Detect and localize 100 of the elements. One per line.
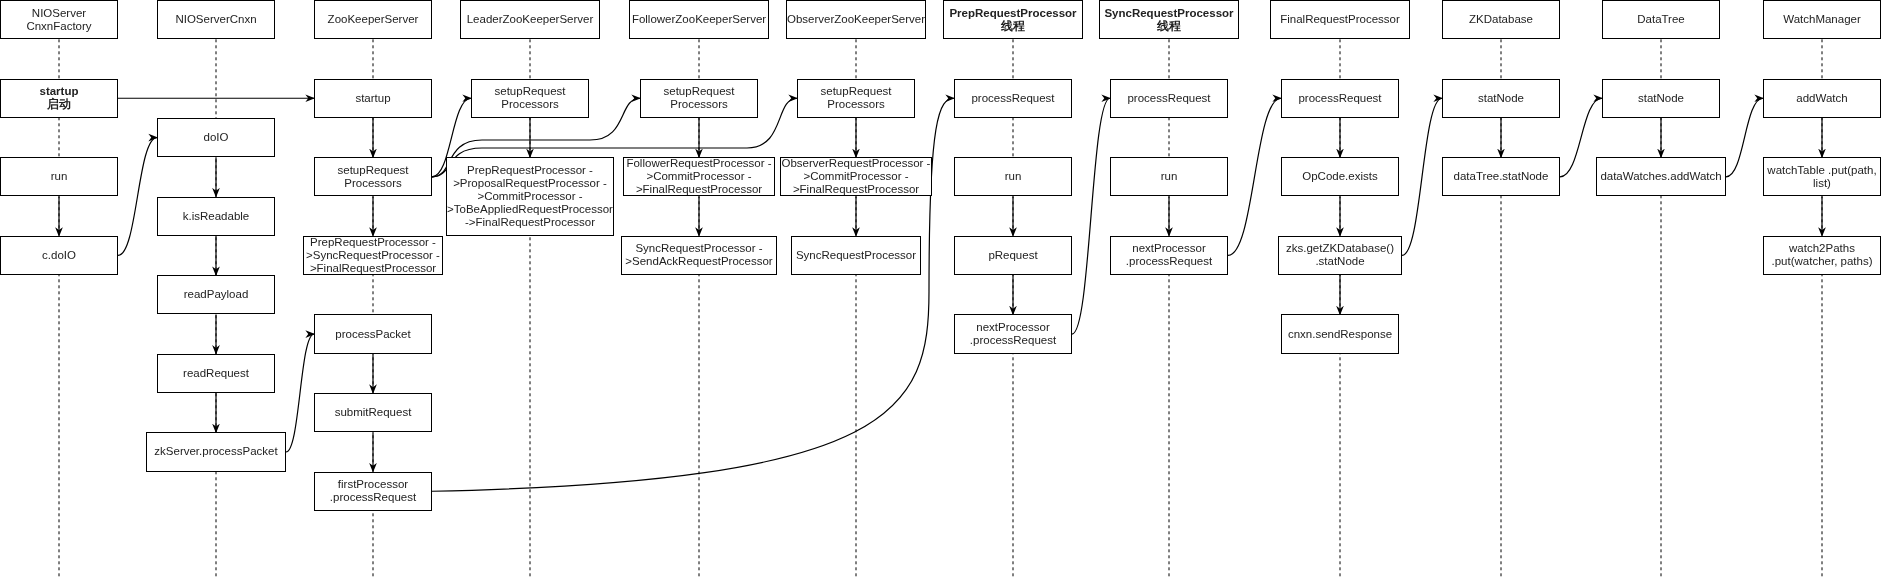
method-box [157,353,275,393]
box-text: dataTree.statNode [1453,170,1549,184]
box-text: LeaderZooKeeperServer [466,13,594,27]
lifeline-header [0,0,118,40]
box-text: 启动 [47,98,71,112]
arrow [526,117,534,159]
lifeline-header [460,0,600,40]
method-box [1442,157,1560,197]
box-text: firstProcessor .processRequest [328,478,418,505]
arrow [852,117,860,159]
lifeline-header [1763,0,1881,40]
method-box [446,157,614,236]
arrow [212,235,220,277]
box-text: run [50,170,68,184]
box-text: zkServer.processPacket [154,445,278,459]
method-box [1281,314,1399,354]
box-text: NIOServerCnxn [175,13,257,27]
box-text: watchTable .put(path, list) [1766,163,1878,190]
method-box [314,157,432,197]
arrow [1725,97,1764,178]
arrow [1818,195,1826,237]
method-box [471,78,589,118]
lifeline-header [943,0,1083,40]
method-box [0,78,118,118]
method-box [1596,157,1726,197]
arrow [1336,117,1344,159]
box-text: processPacket [335,327,411,341]
arrow [1071,97,1111,335]
arrow [369,431,377,473]
arrow [1009,195,1017,237]
box-text: NIOServer CnxnFactory [25,6,93,33]
arrow [1336,195,1344,237]
arrow [1009,274,1017,316]
box-text: ObserverZooKeeperServer [786,13,926,27]
arrow [212,392,220,434]
box-text: addWatch [1796,91,1848,105]
method-box [1110,157,1228,197]
box-text: nextProcessor .processRequest [1124,242,1214,269]
box-text: PrepRequestProcessor ->SyncRequestProcessor ->FinalRequestProcessor [305,235,441,275]
method-box [954,78,1072,118]
box-text: pRequest [988,248,1038,262]
method-box [1110,78,1228,118]
box-text: watch2Paths .put(watcher, paths) [1770,242,1874,269]
box-text: nextProcessor .processRequest [968,321,1058,348]
arrow [212,313,220,355]
lifeline-header [1602,0,1720,40]
box-text: run [1004,170,1022,184]
box-text: processRequest [971,91,1055,105]
method-box [1281,157,1399,197]
box-text: ZooKeeperServer [327,13,419,27]
box-text: dataWatches.addWatch [1600,170,1722,184]
box-text: startup [39,85,79,99]
box-text: setupRequest Processors [819,85,893,112]
box-text: readPayload [183,288,249,302]
lifeline-header [1099,0,1239,40]
box-text: PrepRequestProcessor ->ProposalRequestProcessor ->CommitProcessor ->ToBeAppliedRequestProcessor ->FinalRequestProcessor [447,164,613,229]
box-text: WatchManager [1783,13,1861,27]
arrow [695,117,703,159]
arrow [369,117,377,159]
box-text: setupRequest Processors [662,85,736,112]
box-text: setupRequest Processors [336,163,410,190]
box-text: OpCode.exists [1302,170,1378,184]
method-box [1110,235,1228,276]
arrow [1818,117,1826,159]
box-text: statNode [1638,91,1684,105]
box-text: processRequest [1298,91,1382,105]
lifeline-header [786,0,926,40]
box-text: k.isReadable [182,209,250,223]
method-box [954,235,1072,276]
lifeline-header [157,0,275,40]
arrow [1227,97,1282,257]
box-text: ObserverRequestProcessor ->CommitProcessor ->FinalRequestProcessor [781,157,931,197]
box-text: SyncRequestProcessor [1104,6,1234,20]
arrow [431,96,798,178]
box-text: PrepRequestProcessor [949,6,1077,20]
box-text: DataTree [1637,13,1685,27]
method-box [954,157,1072,197]
arrow [117,94,315,103]
arrow [1401,97,1443,257]
box-text: setupRequest Processors [493,85,567,112]
box-text: FollowerZooKeeperServer [631,13,767,27]
box-text: statNode [1478,91,1524,105]
method-box [146,432,286,472]
lifeline-header [1442,0,1560,40]
method-box [314,393,432,433]
box-text: startup [355,91,391,105]
method-box [1763,235,1881,276]
box-text: c.doIO [42,248,76,262]
lifeline-header [314,0,432,40]
method-box [1763,78,1881,118]
arrow [285,333,315,453]
box-text: SyncRequestProcessor [795,248,917,262]
arrow [1336,274,1344,316]
box-text: ZKDatabase [1469,13,1533,27]
arrow [55,195,63,237]
box-text: 线程 [1001,19,1025,33]
box-text: doIO [203,131,229,145]
method-box [157,196,275,236]
method-box [1442,78,1560,118]
box-text: processRequest [1127,91,1211,105]
